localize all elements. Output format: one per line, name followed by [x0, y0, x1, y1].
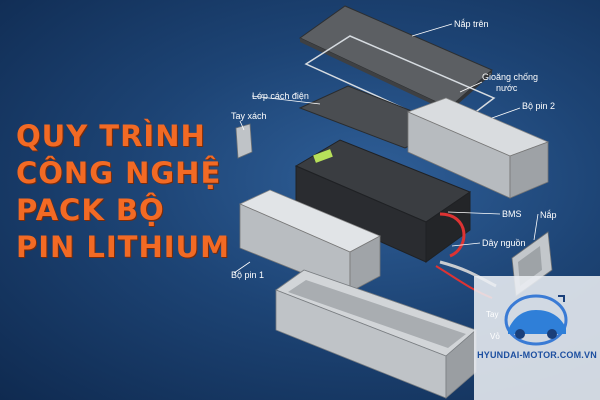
headline-line-2: CÔNG NGHỆ	[16, 155, 246, 192]
headline: QUY TRÌNH CÔNG NGHỆ PACK BỘ PIN LITHIUM	[16, 118, 246, 266]
label-pack-1: Bộ pin 1	[231, 270, 264, 280]
label-top-cover: Nắp trên	[454, 19, 489, 29]
label-partial-shell: Vỏ	[490, 332, 500, 341]
label-pack-2: Bộ pin 2	[522, 101, 555, 111]
outer-shell-part	[276, 270, 476, 398]
watermark-site: HYUNDAI-MOTOR.COM.VN	[474, 350, 600, 360]
label-lid: Nắp	[540, 210, 557, 220]
label-handle: Tay xách	[231, 111, 267, 121]
headline-line-1: QUY TRÌNH	[16, 118, 246, 155]
label-insulation-layer: Lớp cách điện	[252, 91, 309, 101]
label-partial-handle: Tay	[486, 310, 498, 319]
label-power-cable: Dây nguồn	[482, 238, 526, 248]
label-waterproof-gasket-1: Gioăng chống	[482, 72, 538, 82]
headline-line-3: PACK BỘ	[16, 192, 246, 229]
label-waterproof-gasket-2: nước	[496, 83, 517, 93]
headline-line-4: PIN LITHIUM	[16, 229, 246, 266]
label-bms: BMS	[502, 209, 522, 219]
watermark-panel: Tay Vỏ HYUNDAI-MOTOR.COM.VN	[474, 276, 600, 400]
